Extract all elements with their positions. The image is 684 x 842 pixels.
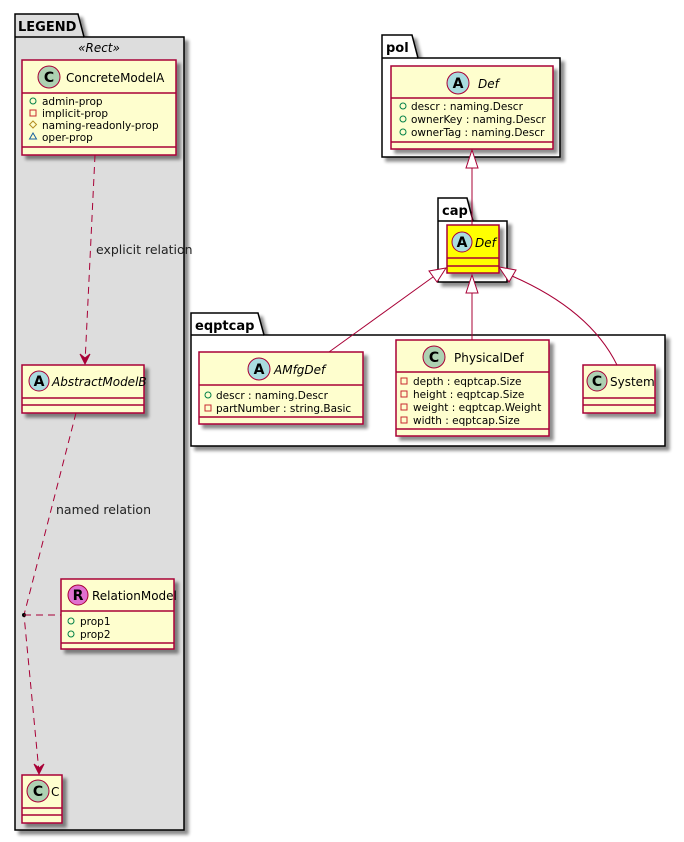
- inheritance-arrow-icon: [465, 273, 479, 294]
- private-visibility-icon: [400, 390, 408, 398]
- class-c[interactable]: C C: [21, 774, 63, 824]
- abstract-badge-icon: [247, 357, 271, 381]
- badge-letter: C: [429, 350, 439, 366]
- arrowhead-icon: [33, 763, 45, 776]
- private-visibility-icon: [204, 404, 212, 412]
- class-name: Def: [478, 77, 501, 91]
- badge-letter: C: [33, 784, 43, 800]
- inheritance-arrow-icon: [465, 148, 479, 169]
- attr: prop2: [80, 629, 111, 641]
- badge-letter: A: [254, 362, 265, 378]
- public-visibility-icon: [399, 128, 407, 136]
- class-name: Def: [475, 236, 498, 250]
- protected-visibility-icon: [28, 120, 38, 129]
- class-badge-icon: [26, 779, 50, 803]
- abstract-badge-icon: [28, 370, 50, 392]
- abstract-badge-icon: [451, 231, 473, 253]
- class-concrete-model-a[interactable]: C ConcreteModelA admin-prop implicit-pro…: [21, 59, 177, 156]
- class-badge-icon: [422, 345, 446, 369]
- badge-letter: A: [457, 235, 468, 251]
- legend-title: LEGEND: [18, 20, 77, 35]
- edge-physicaldef-extends-cap-def: [465, 273, 479, 340]
- edge-label-explicit: explicit relation: [96, 242, 193, 257]
- attr: descr : naming.Descr: [411, 101, 524, 113]
- attr: width : eqptcap.Size: [413, 415, 520, 427]
- attr: oper-prop: [42, 132, 93, 144]
- badge-letter: C: [44, 70, 54, 86]
- class-pol-def[interactable]: A Def descr : naming.Descr ownerKey : na…: [390, 65, 554, 150]
- class-physicaldef[interactable]: C PhysicalDef depth : eqptcap.Size heigh…: [395, 339, 550, 437]
- class-cap-def[interactable]: A Def: [446, 224, 500, 274]
- package-title: cap: [442, 204, 468, 219]
- class-relation-model[interactable]: R RelationModel prop1 prop2: [60, 578, 177, 650]
- attr: implicit-prop: [42, 108, 108, 120]
- class-system[interactable]: C System: [582, 364, 656, 414]
- inheritance-arrow-icon: [497, 266, 517, 283]
- attr: admin-prop: [42, 96, 103, 108]
- class-name: C: [51, 785, 59, 799]
- package-visibility-icon: [28, 132, 38, 140]
- class-amfgdef[interactable]: A AMfgDef descr : naming.Descr partNumbe…: [198, 351, 364, 425]
- private-visibility-icon: [400, 377, 408, 385]
- attr: prop1: [80, 616, 111, 628]
- badge-letter: R: [73, 588, 84, 604]
- attr: depth : eqptcap.Size: [413, 376, 521, 388]
- class-name: RelationModel: [92, 589, 177, 603]
- class-name: PhysicalDef: [454, 351, 524, 365]
- private-visibility-icon: [400, 416, 408, 424]
- attr: height : eqptcap.Size: [413, 389, 524, 401]
- edge-amfgdef-extends-cap-def: [328, 267, 448, 353]
- badge-letter: C: [592, 374, 602, 390]
- legend-stereotype: «Rect»: [78, 41, 120, 55]
- private-visibility-icon: [29, 109, 37, 117]
- attr: descr : naming.Descr: [216, 390, 329, 402]
- edge-label-named: named relation: [56, 502, 151, 517]
- badge-letter: A: [34, 374, 45, 390]
- edge-named-relation: named relation: [22, 412, 151, 776]
- class-name: System: [610, 375, 655, 389]
- public-visibility-icon: [29, 97, 37, 105]
- private-visibility-icon: [400, 403, 408, 411]
- attr: ownerTag : naming.Descr: [411, 127, 545, 139]
- class-badge-icon: [37, 65, 61, 89]
- public-visibility-icon: [67, 630, 75, 638]
- attr: weight : eqptcap.Weight: [413, 402, 541, 414]
- attr: partNumber : string.Basic: [216, 403, 351, 415]
- public-visibility-icon: [67, 617, 75, 625]
- edge-cap-def-extends-pol-def: [465, 148, 479, 225]
- attr: ownerKey : naming.Descr: [411, 114, 546, 126]
- class-name: ConcreteModelA: [66, 71, 165, 85]
- inheritance-arrow-icon: [428, 267, 448, 283]
- public-visibility-icon: [399, 102, 407, 110]
- attr: naming-readonly-prop: [42, 120, 159, 132]
- public-visibility-icon: [204, 391, 212, 399]
- relation-badge-icon: [67, 584, 89, 606]
- package-title: eqptcap: [195, 319, 254, 334]
- badge-letter: A: [453, 76, 464, 92]
- edge-system-extends-cap-def: [497, 266, 618, 366]
- package-title: pol: [386, 41, 409, 56]
- class-abstract-model-b[interactable]: A AbstractModelB: [21, 364, 147, 414]
- class-name: AMfgDef: [273, 363, 327, 377]
- abstract-badge-icon: [446, 71, 470, 95]
- edge-explicit-relation: explicit relation: [79, 154, 193, 366]
- arrowhead-icon: [79, 353, 91, 366]
- class-badge-icon: [586, 370, 608, 392]
- class-name: AbstractModelB: [51, 375, 147, 389]
- public-visibility-icon: [399, 115, 407, 123]
